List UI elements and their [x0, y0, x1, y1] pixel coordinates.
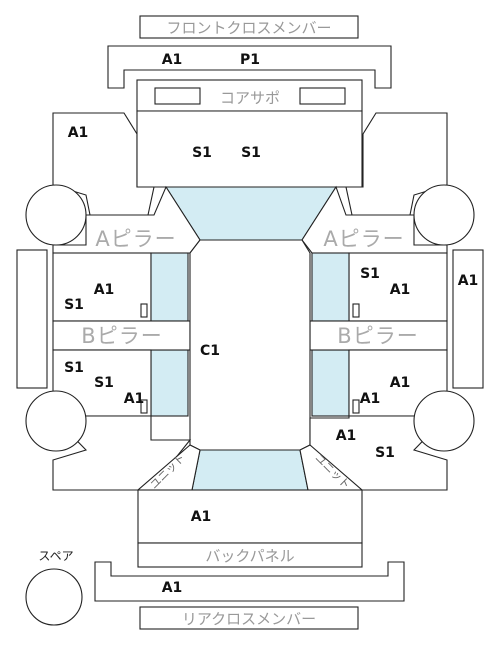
back-panel-box	[137, 542, 363, 568]
front-cross-member-label: フロントクロスメンバー	[166, 19, 331, 37]
front-right-door-handle	[352, 303, 360, 318]
rear-right-door-grade-b: A1	[360, 391, 381, 407]
rear-left-door-grade-b: S1	[94, 375, 114, 391]
rear-cross-member-label: リアクロスメンバー	[182, 610, 316, 628]
rear-left-door-handle	[140, 399, 148, 414]
rear-left-window	[150, 349, 189, 417]
back-panel-label: バックパネル	[205, 547, 294, 565]
spare-tire-label: スペア	[38, 549, 73, 563]
rear-right-window	[311, 349, 350, 417]
core-support-right-slot	[299, 87, 346, 105]
front-right-door	[348, 252, 448, 322]
a-pillar-left-label: Aピラー	[95, 227, 176, 251]
core-support-label: コアサポ	[220, 89, 280, 107]
rear-right-door-grade-a: A1	[390, 375, 411, 391]
right-rocker-panel	[452, 249, 484, 389]
trunk-grade: A1	[191, 509, 212, 525]
front-right-door-grade-b: A1	[390, 282, 411, 298]
wheel-rear-right	[413, 390, 475, 452]
front-member-bracket	[107, 45, 392, 89]
rear-cross-member-box	[139, 606, 359, 630]
roof-grade: C1	[200, 343, 220, 359]
core-support-left-slot	[154, 87, 201, 105]
front-left-door-grade-b: A1	[94, 282, 115, 298]
rear-member-grade: A1	[162, 580, 183, 596]
right-rocker-grade: A1	[458, 273, 479, 289]
front-left-door-grade-a: S1	[64, 297, 84, 313]
hood-grade-left: S1	[192, 145, 212, 161]
spare-tire	[25, 568, 83, 626]
rear-member-bracket	[94, 561, 405, 602]
front-cross-member-box	[139, 15, 359, 39]
trunk-lid	[137, 489, 363, 544]
rear-left-door-grade-a: S1	[64, 360, 84, 376]
front-left-fender-grade: A1	[68, 125, 89, 141]
left-rocker-panel	[16, 249, 48, 389]
a-pillar-right-label: Aピラー	[323, 227, 404, 251]
front-left-door-handle	[140, 303, 148, 318]
front-right-door-grade-a: S1	[360, 266, 380, 282]
front-member-grade-left: A1	[162, 52, 183, 68]
wheel-front-left	[25, 184, 87, 246]
b-pillar-left-label: Bピラー	[81, 324, 162, 348]
rear-right-door-handle	[352, 399, 360, 414]
wheel-rear-left	[25, 390, 87, 452]
front-member-grade-right: P1	[240, 52, 260, 68]
front-left-window	[150, 252, 189, 322]
b-pillar-right-label: Bピラー	[337, 324, 418, 348]
rear-right-fender-grade-a: A1	[336, 428, 357, 444]
rear-right-fender-grade-b: S1	[375, 445, 395, 461]
rear-left-door-grade-c: A1	[124, 391, 145, 407]
wheel-front-right	[413, 184, 475, 246]
b-pillar-left	[52, 320, 191, 351]
hood-grade-right: S1	[241, 145, 261, 161]
rear-window	[191, 449, 309, 491]
front-right-window	[311, 252, 350, 322]
